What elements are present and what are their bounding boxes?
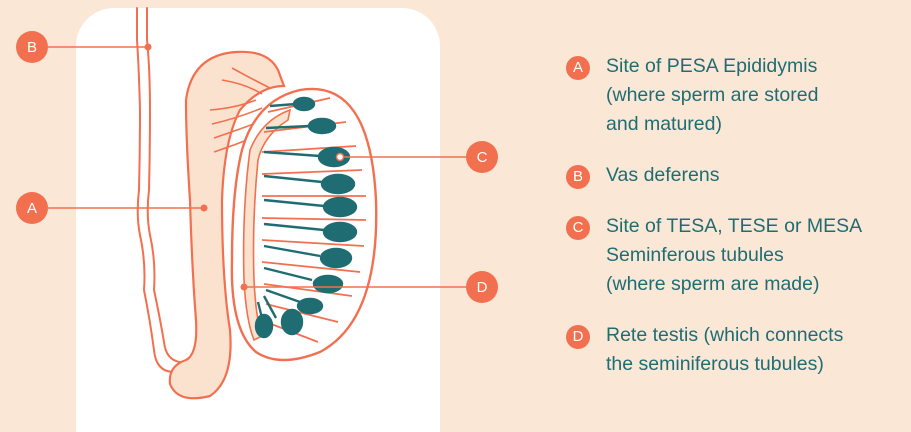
marker-b: B	[16, 31, 48, 63]
marker-c-label: C	[477, 149, 488, 166]
legend-badge-d: D	[566, 325, 590, 349]
marker-d-label: D	[477, 279, 488, 296]
marker-b-label: B	[27, 39, 37, 56]
marker-a: A	[16, 192, 48, 224]
marker-d: D	[466, 271, 498, 303]
marker-a-label: A	[27, 200, 37, 217]
legend-badge-b: B	[566, 165, 590, 189]
vas-deferens	[137, 8, 180, 372]
legend-badge-a: A	[566, 56, 590, 80]
legend-badge-c: C	[566, 216, 590, 240]
legend-text-d: Rete testis (which connects the seminife…	[606, 321, 906, 379]
legend-item-b: B Vas deferens	[566, 161, 906, 190]
legend-text-c: Site of TESA, TESE or MESA Seminferous t…	[606, 212, 906, 299]
legend-item-d: D Rete testis (which connects the semini…	[566, 321, 906, 379]
legend-text-b: Vas deferens	[606, 161, 906, 190]
legend-text-a: Site of PESA Epididymis (where sperm are…	[606, 52, 906, 139]
marker-c: C	[466, 141, 498, 173]
legend-item-c: C Site of TESA, TESE or MESA Seminferous…	[566, 212, 906, 299]
legend: A Site of PESA Epididymis (where sperm a…	[566, 52, 906, 379]
legend-item-a: A Site of PESA Epididymis (where sperm a…	[566, 52, 906, 139]
